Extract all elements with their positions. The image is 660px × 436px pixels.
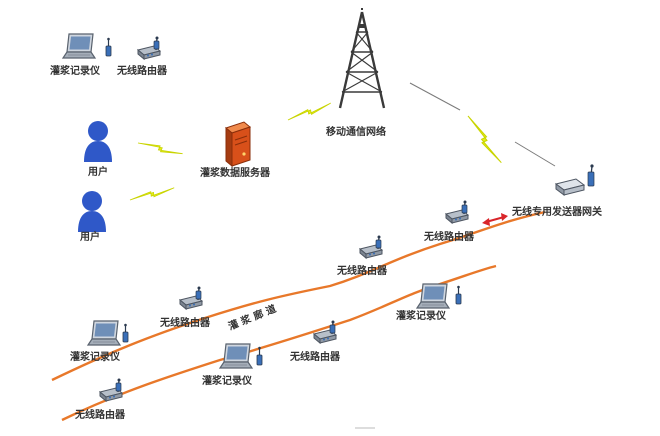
router-a-label: 无线路由器 bbox=[423, 230, 475, 243]
router-icon bbox=[359, 234, 383, 259]
laptop-icon bbox=[416, 283, 450, 309]
tunnel-line-upper bbox=[51, 210, 546, 382]
router-icon bbox=[179, 285, 203, 310]
recorder-left-label: 灌浆记录仪 bbox=[70, 350, 121, 363]
router-b-label: 无线路由器 bbox=[336, 264, 388, 277]
lightning-icon bbox=[287, 92, 332, 131]
laptop-device-icon bbox=[455, 285, 462, 305]
user1-label: 用户 bbox=[87, 165, 108, 178]
tower-gateway-link bbox=[409, 82, 461, 111]
user-icon bbox=[78, 191, 106, 232]
tower-gateway-link-2 bbox=[514, 141, 556, 167]
recorder-right-label: 灌浆记录仪 bbox=[396, 309, 447, 322]
gateway-label: 无线专用发送器网关 bbox=[511, 205, 602, 218]
tunnel-line-lower bbox=[61, 264, 497, 422]
router-icon bbox=[137, 35, 161, 60]
lightning-icon bbox=[457, 115, 512, 164]
top-recorder-label: 灌浆记录仪 bbox=[50, 64, 101, 77]
gateway-icon bbox=[554, 164, 595, 196]
router-icon bbox=[445, 199, 469, 224]
user2-label: 用户 bbox=[79, 230, 100, 243]
top-router-label: 无线路由器 bbox=[116, 64, 168, 77]
laptop-device-icon bbox=[122, 323, 129, 343]
router-icon bbox=[313, 319, 337, 344]
router-e-label: 无线路由器 bbox=[74, 408, 126, 421]
lightning-icon bbox=[137, 140, 184, 157]
laptop-icon bbox=[219, 343, 253, 369]
cell-tower-icon bbox=[338, 8, 386, 109]
laptop-device-icon bbox=[105, 37, 112, 57]
server-label: 灌浆数据服务器 bbox=[200, 166, 271, 179]
server-icon bbox=[224, 121, 252, 168]
double-arrow-icon bbox=[482, 213, 508, 226]
lightning-icon bbox=[129, 176, 175, 212]
router-icon bbox=[99, 377, 123, 402]
router-c-label: 无线路由器 bbox=[159, 316, 211, 329]
router-d-label: 无线路由器 bbox=[289, 350, 341, 363]
laptop-icon bbox=[87, 320, 121, 346]
recorder-mid-label: 灌浆记录仪 bbox=[202, 374, 253, 387]
tunnel-label: 灌 浆 廊 道 bbox=[226, 302, 278, 333]
tower-label: 移动通信网络 bbox=[326, 125, 386, 138]
user-icon bbox=[84, 121, 112, 162]
laptop-icon bbox=[62, 33, 96, 59]
